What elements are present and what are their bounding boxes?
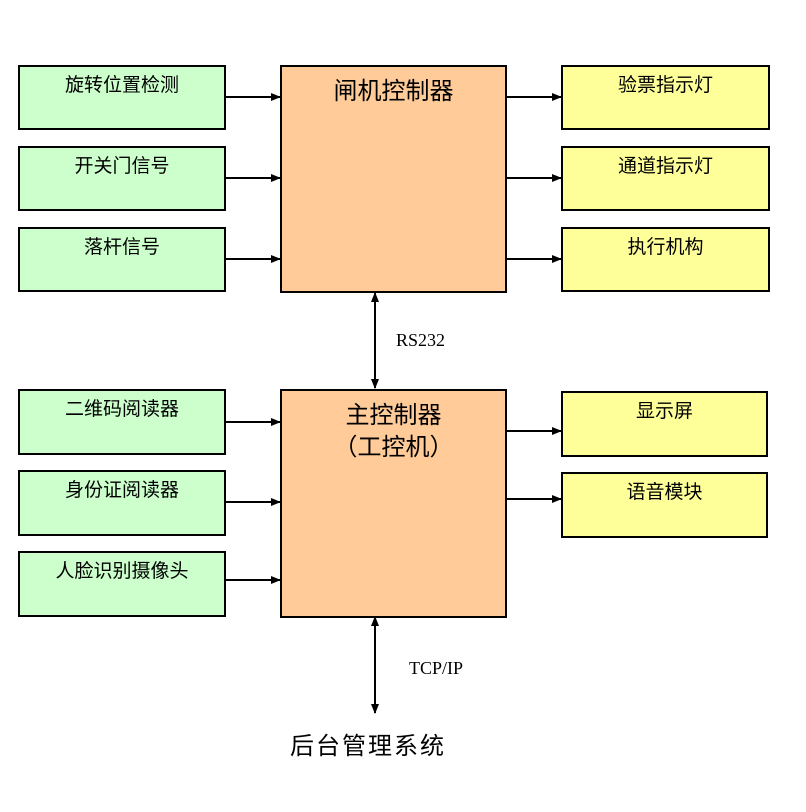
tcpip-label: TCP/IP (409, 658, 464, 678)
output-actuator: 执行机构 (561, 227, 770, 292)
input-qr-reader: 二维码阅读器 (18, 389, 226, 455)
output-voice-module: 语音模块 (561, 472, 768, 538)
input-id-reader: 身份证阅读器 (18, 470, 226, 536)
backend-system-label: 后台管理系统 (290, 732, 446, 760)
main-controller-subtitle: （工控机） (333, 433, 454, 461)
main-controller: 主控制器 （工控机） (280, 389, 507, 618)
gate-controller: 闸机控制器 (280, 65, 507, 293)
output-channel-light: 通道指示灯 (561, 146, 770, 211)
output-ticket-light: 验票指示灯 (561, 65, 770, 130)
input-door-signal: 开关门信号 (18, 146, 226, 211)
output-display: 显示屏 (561, 391, 768, 457)
input-face-camera: 人脸识别摄像头 (18, 551, 226, 617)
rs232-label: RS232 (396, 330, 446, 350)
gate-controller-title: 闸机控制器 (333, 77, 454, 105)
main-controller-title: 主控制器 (345, 401, 442, 429)
input-rotation-detect: 旋转位置检测 (18, 65, 226, 130)
input-bar-signal: 落杆信号 (18, 227, 226, 292)
